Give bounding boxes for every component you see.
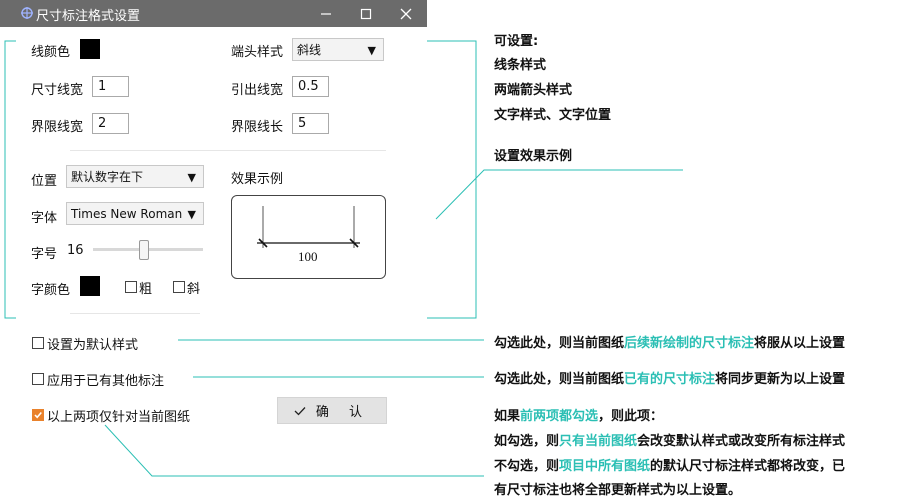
- font-size-slider-thumb[interactable]: [138, 240, 149, 260]
- maximize-icon: [360, 8, 372, 19]
- note-text: 将服从以上设置: [754, 336, 846, 351]
- font-size-label: 字号: [31, 247, 58, 262]
- note-current-only-title: 如果前两项都勾选，则此项：: [494, 405, 663, 424]
- italic-label: 斜: [187, 282, 201, 297]
- title-bar[interactable]: 尺寸标注格式设置: [0, 0, 427, 27]
- arrow-style-value: 斜线: [297, 43, 322, 57]
- close-button[interactable]: [386, 0, 426, 27]
- font-select[interactable]: Times New Roman ▼: [66, 202, 204, 225]
- text-position-select[interactable]: 默认数字在下 ▼: [66, 165, 204, 188]
- leader-line-width-input[interactable]: 0.5: [292, 76, 329, 97]
- window-title: 尺寸标注格式设置: [36, 9, 141, 24]
- note-highlight: 前两项都勾选: [520, 409, 599, 424]
- note-settable-arrow-style: 两端箭头样式: [494, 83, 573, 98]
- note-text: 的默认尺寸标注样式都将改变，已: [650, 459, 846, 474]
- ext-line-width-input[interactable]: 2: [92, 113, 129, 134]
- section-divider: [70, 150, 386, 151]
- note-settable-text-style: 文字样式、文字位置: [494, 108, 612, 123]
- dropdown-arrow-icon: ▼: [187, 208, 196, 221]
- apply-existing-label: 应用于已有其他标注: [47, 374, 165, 389]
- preview-label: 效果示例: [231, 172, 284, 187]
- note-text: 如果: [494, 409, 521, 424]
- ext-line-width-label: 界限线宽: [31, 120, 84, 135]
- ext-line-length-input[interactable]: 5: [292, 113, 329, 134]
- font-label: 字体: [31, 211, 58, 226]
- note-highlight: 已有的尺寸标注: [624, 372, 716, 387]
- apply-existing-checkbox[interactable]: [32, 373, 44, 385]
- line-color-swatch[interactable]: [80, 39, 100, 59]
- arrow-style-select[interactable]: 斜线 ▼: [292, 38, 384, 61]
- bold-checkbox[interactable]: [125, 281, 137, 293]
- note-settable-line-style: 线条样式: [494, 58, 547, 73]
- font-size-value: 16: [67, 243, 84, 258]
- dimension-preview-drawing: [257, 206, 360, 248]
- note-highlight: 只有当前图纸: [559, 434, 638, 449]
- current-drawing-only-label: 以上两项仅针对当前图纸: [47, 410, 191, 425]
- note-text: 勾选此处，则当前图纸: [494, 336, 625, 351]
- ext-line-length-label: 界限线长: [231, 120, 284, 135]
- note-highlight: 后续新绘制的尺寸标注: [624, 336, 755, 351]
- check-icon: [294, 406, 306, 415]
- minimize-button[interactable]: [306, 0, 346, 27]
- dropdown-arrow-icon: ▼: [367, 44, 376, 57]
- note-highlight: 项目中所有图纸: [559, 459, 651, 474]
- note-text: ，则此项：: [598, 409, 664, 424]
- italic-checkbox[interactable]: [173, 281, 185, 293]
- note-current-only-tail: 有尺寸标注也将全部更新样式为以上设置。: [494, 483, 742, 498]
- dim-line-width-input[interactable]: 1: [92, 76, 129, 97]
- close-icon: [400, 8, 412, 19]
- arrow-style-label: 端头样式: [231, 45, 284, 60]
- set-default-checkbox[interactable]: [32, 337, 44, 349]
- note-set-default: 勾选此处，则当前图纸后续新绘制的尺寸标注将服从以上设置: [494, 332, 845, 351]
- note-current-only-unchecked: 不勾选，则项目中所有图纸的默认尺寸标注样式都将改变，已: [494, 455, 845, 474]
- section-divider: [70, 313, 200, 314]
- note-text: 如勾选，则: [494, 434, 560, 449]
- preview-box: 100: [231, 195, 386, 279]
- font-value: Times New Roman: [71, 207, 183, 221]
- dropdown-arrow-icon: ▼: [187, 171, 196, 184]
- note-text: 会改变默认样式或改变所有标注样式: [637, 434, 846, 449]
- text-color-swatch[interactable]: [80, 276, 100, 296]
- text-position-label: 位置: [31, 174, 58, 189]
- bold-label: 粗: [139, 282, 153, 297]
- note-settable-title: 可设置:: [494, 34, 539, 49]
- note-current-only-checked: 如勾选，则只有当前图纸会改变默认样式或改变所有标注样式: [494, 430, 845, 449]
- current-drawing-only-checkbox[interactable]: [32, 409, 44, 421]
- note-preview: 设置效果示例: [494, 149, 573, 164]
- app-icon: [21, 7, 33, 19]
- confirm-button[interactable]: 确 认: [277, 397, 387, 424]
- note-text: 不勾选，则: [494, 459, 560, 474]
- text-position-value: 默认数字在下: [71, 170, 144, 184]
- dimension-style-dialog: 尺寸标注格式设置 线颜色 尺寸线宽 1 界限线宽 2 端头样式 斜线 ▼ 引出线…: [0, 0, 427, 495]
- set-default-label: 设置为默认样式: [47, 338, 139, 353]
- note-text: 勾选此处，则当前图纸: [494, 372, 625, 387]
- dim-line-width-label: 尺寸线宽: [31, 83, 84, 98]
- checkmark-icon: [34, 411, 42, 419]
- confirm-button-label: 确 认: [315, 405, 371, 420]
- minimize-icon: [321, 12, 331, 15]
- line-color-label: 线颜色: [31, 45, 71, 60]
- note-apply-existing: 勾选此处，则当前图纸已有的尺寸标注将同步更新为以上设置: [494, 368, 845, 387]
- preview-dimension-text: 100: [298, 249, 318, 264]
- note-text: 将同步更新为以上设置: [715, 372, 846, 387]
- text-color-label: 字颜色: [31, 283, 71, 298]
- leader-line-width-label: 引出线宽: [231, 83, 284, 98]
- maximize-button[interactable]: [346, 0, 386, 27]
